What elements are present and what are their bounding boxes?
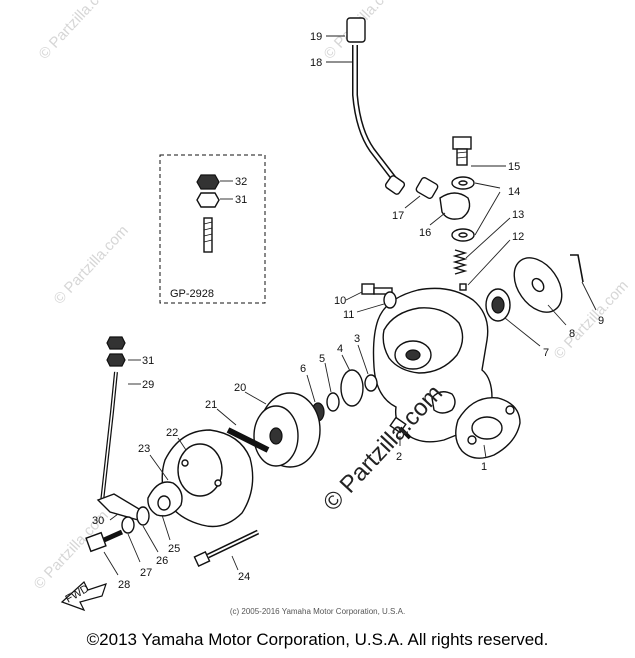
collar-3-icon bbox=[364, 374, 378, 392]
washer-5-icon bbox=[326, 392, 340, 412]
callout-5: 5 bbox=[319, 353, 325, 365]
callout-numbers: 1 2 3 4 5 6 7 8 9 10 11 12 13 14 15 16 1… bbox=[92, 31, 604, 591]
callout-4: 4 bbox=[337, 343, 343, 355]
footer-copyright: ©2013 Yamaha Motor Corporation, U.S.A. A… bbox=[86, 630, 549, 649]
callout-21: 21 bbox=[205, 399, 217, 411]
bolt-2-group bbox=[389, 416, 412, 446]
gear-4-icon bbox=[340, 369, 364, 407]
banjo-union-icon bbox=[439, 192, 471, 220]
banjo-bolt-head-icon bbox=[452, 136, 472, 150]
washer-27-icon bbox=[121, 516, 135, 534]
faint-watermark-5: © Partzilla.com bbox=[550, 277, 631, 363]
callout-28: 28 bbox=[118, 579, 130, 591]
callout-15: 15 bbox=[508, 161, 520, 173]
cable-group bbox=[96, 336, 146, 521]
nut-31b-icon bbox=[106, 353, 126, 367]
callout-6: 6 bbox=[300, 363, 306, 375]
faint-watermark-3: © Partzilla.com bbox=[50, 222, 131, 308]
bolt-head-icon bbox=[361, 283, 375, 295]
shaft-21-icon bbox=[226, 427, 270, 453]
callout-9: 9 bbox=[598, 315, 604, 327]
cover-group bbox=[147, 429, 254, 541]
screw-24-icon bbox=[193, 551, 211, 567]
inset-callout-32: 32 bbox=[235, 176, 247, 188]
callout-23: 23 bbox=[138, 443, 150, 455]
callout-7: 7 bbox=[543, 347, 549, 359]
shaft-small-parts bbox=[306, 344, 378, 422]
callout-18: 18 bbox=[310, 57, 322, 69]
washer-26-icon bbox=[136, 506, 150, 526]
oil-pump-body bbox=[372, 287, 521, 459]
callout-26: 26 bbox=[156, 555, 168, 567]
callout-31: 31 bbox=[142, 355, 154, 367]
callout-27: 27 bbox=[140, 567, 152, 579]
callout-17: 17 bbox=[392, 210, 404, 222]
bolt-10-group bbox=[345, 283, 397, 313]
callout-30: 30 bbox=[92, 515, 104, 527]
callout-2: 2 bbox=[396, 451, 402, 463]
pipe-cap-icon bbox=[346, 17, 366, 43]
nut-32-icon bbox=[196, 174, 220, 190]
nut-31-icon bbox=[196, 192, 220, 208]
fwd-arrow-icon bbox=[60, 581, 107, 612]
drive-pin-icon bbox=[570, 254, 584, 283]
pulley-group bbox=[216, 391, 321, 468]
callout-11: 11 bbox=[343, 309, 354, 321]
nut-31a-icon bbox=[106, 336, 126, 350]
callout-25: 25 bbox=[168, 543, 180, 555]
callout-13: 13 bbox=[512, 209, 524, 221]
oil-pipe bbox=[326, 17, 406, 195]
spring-icon bbox=[452, 249, 468, 275]
bolt-28-icon bbox=[85, 531, 107, 553]
pump-drive-parts bbox=[485, 254, 597, 347]
callout-20: 20 bbox=[234, 382, 246, 394]
inset-callout-31: 31 bbox=[235, 194, 247, 206]
callout-10: 10 bbox=[334, 295, 346, 307]
inner-copyright: (c) 2005-2016 Yamaha Motor Corporation, … bbox=[229, 607, 406, 616]
spring-group bbox=[452, 217, 511, 291]
inset-label: GP-2928 bbox=[170, 288, 214, 300]
callout-1: 1 bbox=[481, 461, 487, 473]
callout-29: 29 bbox=[142, 379, 154, 391]
callout-3: 3 bbox=[354, 333, 360, 345]
forward-arrow: FWD bbox=[60, 581, 107, 612]
pin-icon bbox=[459, 283, 467, 291]
inset-box: 32 31 GP-2928 bbox=[159, 154, 266, 304]
washer-11-icon bbox=[383, 291, 397, 309]
screw-24-group bbox=[193, 529, 260, 571]
banjo-fitting-group bbox=[404, 136, 506, 242]
bolt-28-group bbox=[85, 506, 159, 576]
callout-19: 19 bbox=[310, 31, 322, 43]
callout-12: 12 bbox=[512, 231, 524, 243]
hose-clip-icon bbox=[384, 175, 406, 195]
faint-watermark-1: © Partzilla.com bbox=[35, 0, 116, 63]
callout-8: 8 bbox=[569, 328, 575, 340]
callout-24: 24 bbox=[238, 571, 250, 583]
pipe-joint-icon bbox=[415, 176, 439, 200]
callout-22: 22 bbox=[166, 427, 178, 439]
callout-14: 14 bbox=[508, 186, 520, 198]
callout-16: 16 bbox=[419, 227, 431, 239]
